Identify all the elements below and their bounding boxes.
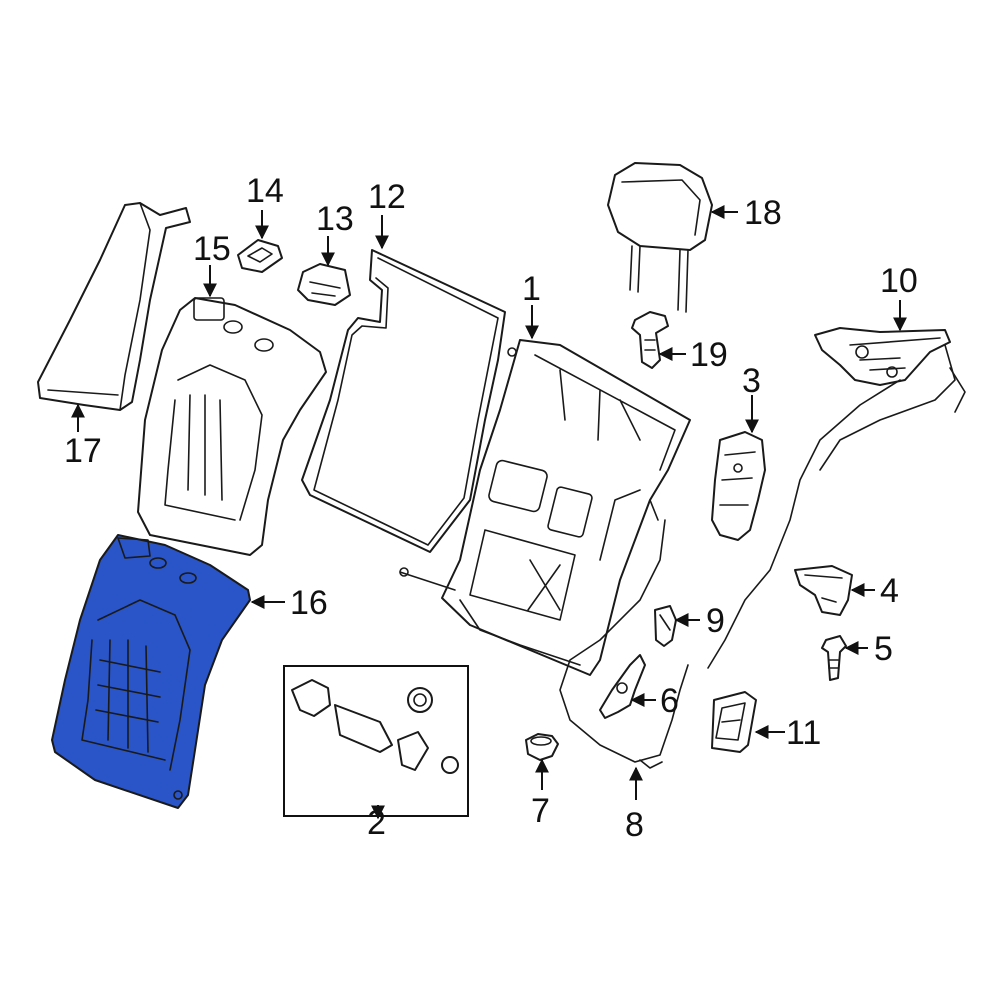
callout-17: 17 — [64, 432, 102, 470]
callout-16: 16 — [290, 584, 328, 622]
callout-3: 3 — [742, 362, 761, 400]
latch-mechanism[interactable] — [707, 327, 966, 669]
callout-4: 4 — [880, 572, 899, 610]
highlighted-seat-back-cover[interactable] — [51, 534, 251, 809]
mounting-bracket[interactable] — [297, 263, 351, 306]
grommet[interactable] — [525, 733, 559, 761]
seat-back-frame[interactable] — [399, 339, 691, 676]
bracket-plate[interactable] — [794, 565, 853, 616]
latch-housing[interactable] — [711, 431, 766, 541]
callout-9: 9 — [706, 602, 725, 640]
release-cable[interactable] — [559, 519, 689, 769]
headrest[interactable] — [607, 162, 713, 313]
callout-18: 18 — [744, 194, 782, 232]
callout-12: 12 — [368, 178, 406, 216]
callout-10: 10 — [880, 262, 918, 300]
callout-5: 5 — [874, 630, 893, 668]
hardware-kit-inset[interactable] — [283, 665, 469, 817]
release-handle[interactable] — [654, 605, 677, 647]
callout-2: 2 — [367, 804, 386, 842]
clip-cap[interactable] — [237, 239, 283, 273]
leader-lines — [71, 205, 907, 818]
callout-13: 13 — [316, 200, 354, 238]
callout-14: 14 — [246, 172, 284, 210]
seat-back-cover[interactable] — [137, 297, 327, 556]
callout-15: 15 — [193, 230, 231, 268]
callout-11: 11 — [786, 714, 821, 752]
callout-7: 7 — [531, 792, 550, 830]
trim-bezel[interactable] — [711, 691, 757, 753]
callout-labels: 1 2 3 4 5 6 7 8 9 10 11 12 13 14 15 16 1… — [64, 172, 918, 844]
side-trim-panel[interactable] — [37, 202, 191, 411]
callout-1: 1 — [522, 270, 541, 308]
backrest-frame-seal[interactable] — [301, 249, 506, 553]
callout-8: 8 — [625, 806, 644, 844]
callout-19: 19 — [690, 336, 728, 374]
headrest-guide[interactable] — [631, 311, 669, 369]
bolt[interactable] — [821, 635, 847, 681]
callout-6: 6 — [660, 682, 679, 720]
lever-bracket[interactable] — [599, 654, 646, 719]
